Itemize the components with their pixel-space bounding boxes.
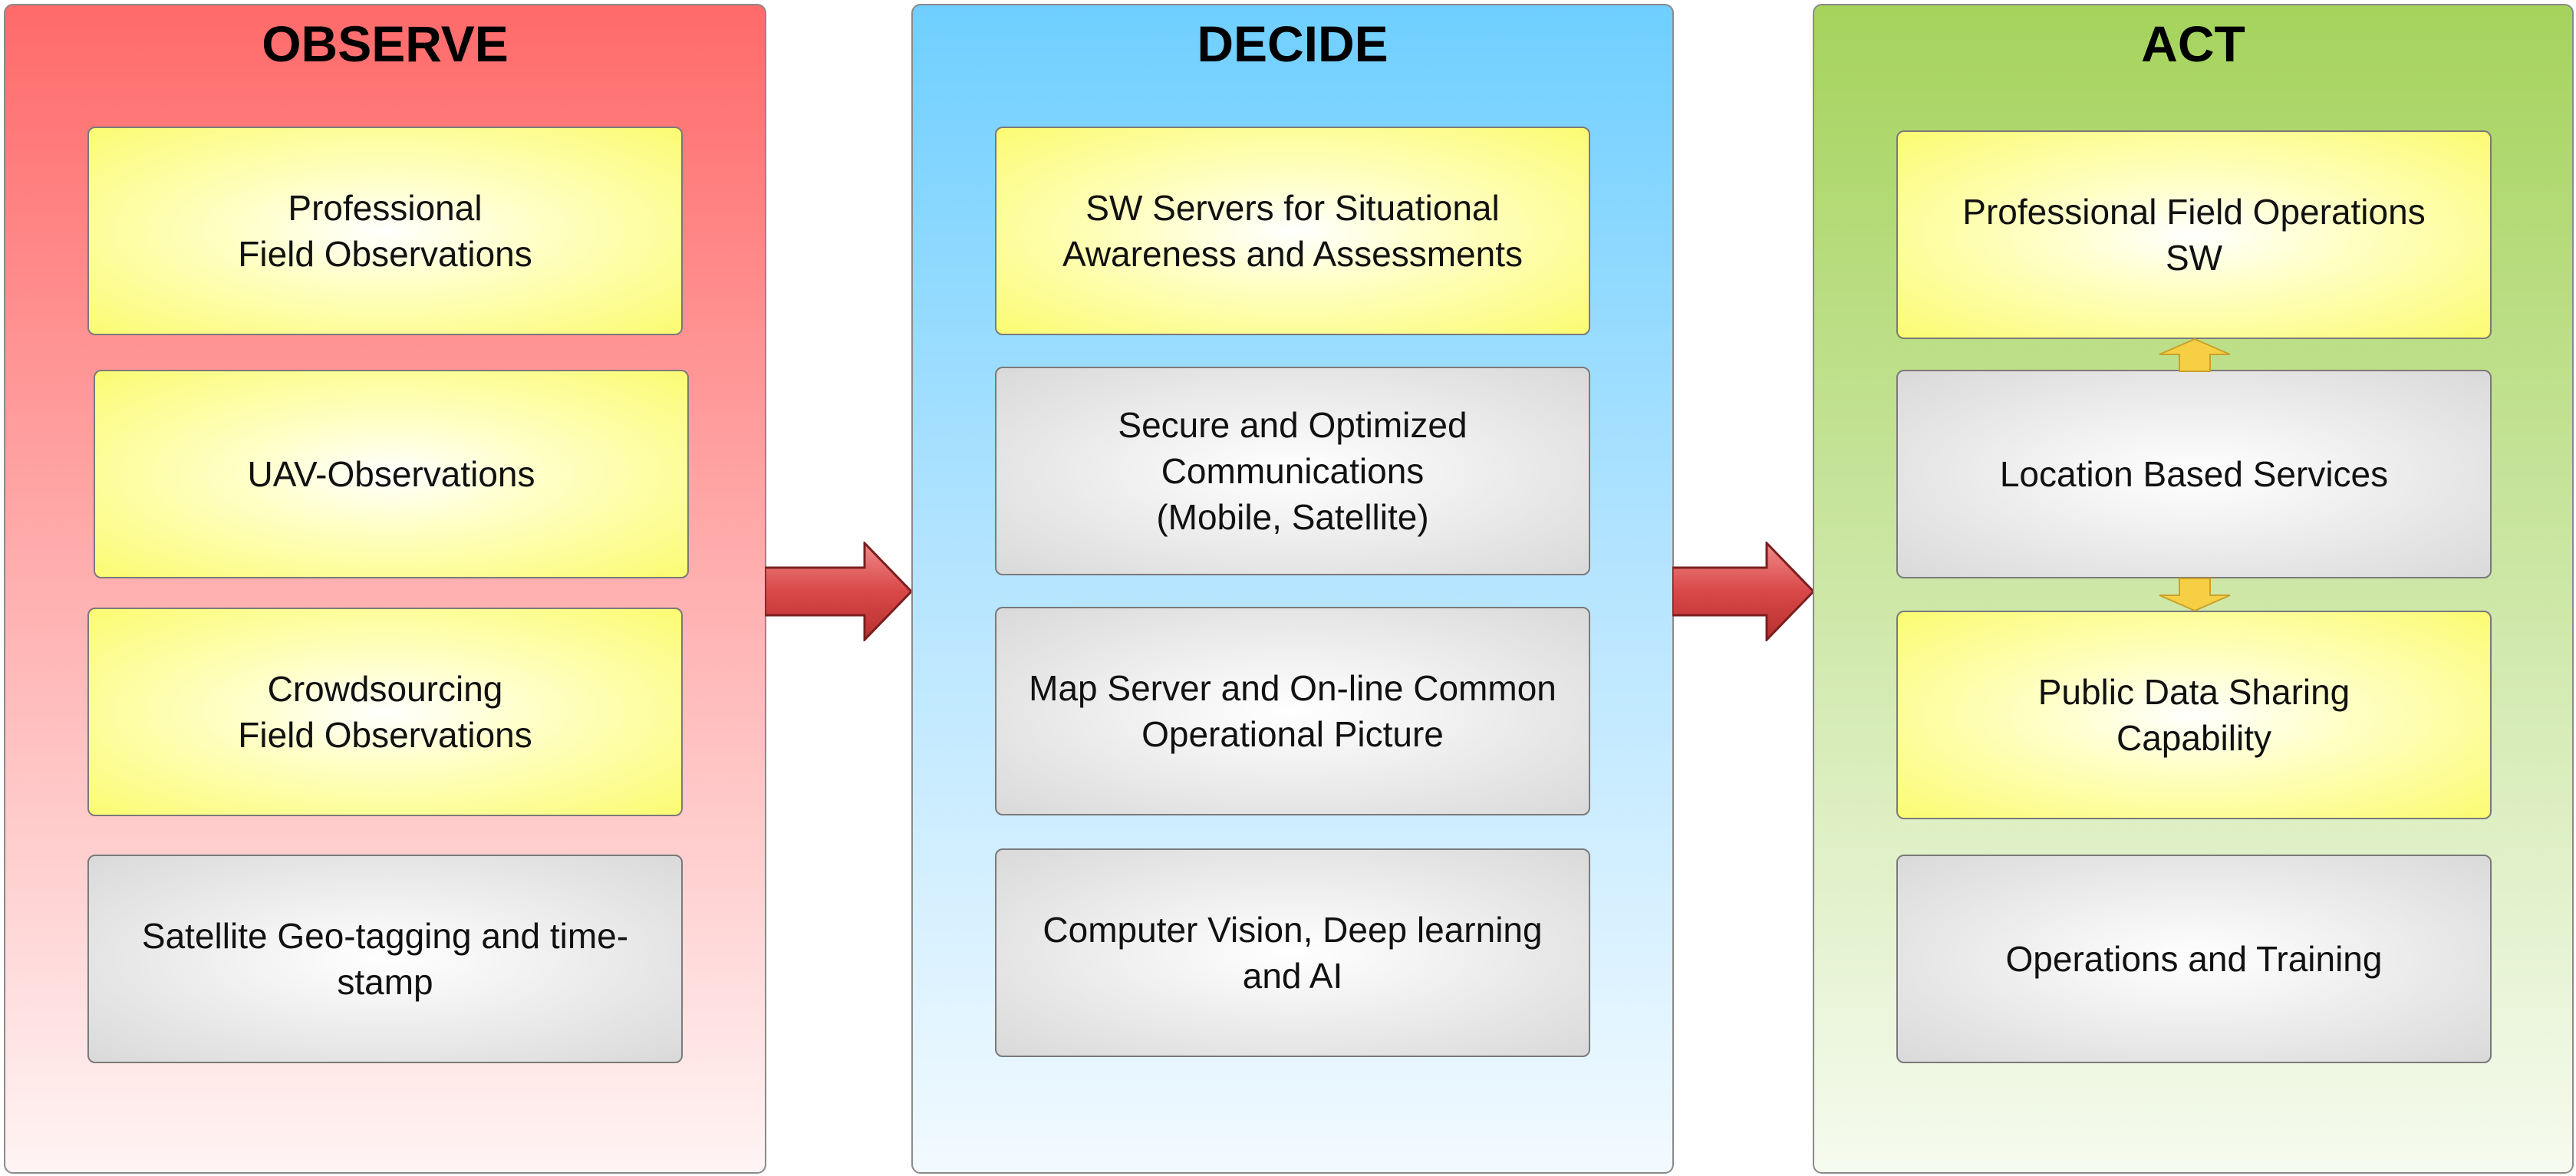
box-label: Satellite Geo-tagging and time- stamp: [141, 916, 629, 1002]
observe-column: OBSERVE Professional Field Observations …: [4, 4, 766, 1174]
act-title: ACT: [2141, 15, 2245, 72]
observe-box-professional-field-observations: Professional Field Observations: [87, 127, 683, 335]
act-box-operations-training: Operations and Training: [1896, 855, 2492, 1063]
box-label: Location Based Services: [1999, 454, 2389, 494]
box-label: Crowdsourcing Field Observations: [238, 669, 532, 755]
act-column: ACT Professional Field Operations SW Loc…: [1813, 4, 2574, 1174]
act-link-arrow-bottom: [2159, 578, 2231, 612]
box-label: Computer Vision, Deep learning and AI: [1043, 910, 1543, 996]
observe-title: OBSERVE: [262, 15, 509, 72]
box-label: Professional Field Observations: [238, 188, 532, 274]
decide-box-secure-communications: Secure and Optimized Communications (Mob…: [995, 367, 1590, 575]
act-box-professional-field-operations: Professional Field Operations SW: [1896, 130, 2492, 339]
observe-box-crowdsourcing-field-observations: Crowdsourcing Field Observations: [87, 608, 683, 816]
decide-box-computer-vision: Computer Vision, Deep learning and AI: [995, 848, 1590, 1057]
decide-box-map-server: Map Server and On-line Common Operationa…: [995, 607, 1590, 815]
box-label: Map Server and On-line Common Operationa…: [1029, 668, 1556, 754]
decide-box-sw-servers: SW Servers for Situational Awareness and…: [995, 127, 1590, 335]
act-box-location-based-services: Location Based Services: [1896, 370, 2492, 578]
box-label: Secure and Optimized Communications (Mob…: [1118, 405, 1468, 537]
decide-title: DECIDE: [1197, 15, 1388, 72]
decide-to-act-arrow: [1672, 542, 1815, 641]
box-label: Public Data Sharing Capability: [2037, 672, 2350, 758]
act-link-arrow-top: [2159, 338, 2231, 372]
observe-to-decide-arrow: [765, 542, 913, 641]
decide-column: DECIDE SW Servers for Situational Awaren…: [911, 4, 1674, 1174]
observe-box-satellite-geo-tagging: Satellite Geo-tagging and time- stamp: [87, 855, 683, 1063]
observe-box-uav-observations: UAV-Observations: [94, 370, 689, 578]
box-label: Professional Field Operations SW: [1962, 192, 2426, 278]
act-box-public-data-sharing: Public Data Sharing Capability: [1896, 611, 2492, 819]
box-label: SW Servers for Situational Awareness and…: [1062, 188, 1524, 274]
box-label: Operations and Training: [2005, 939, 2383, 979]
box-label: UAV-Observations: [247, 454, 535, 494]
